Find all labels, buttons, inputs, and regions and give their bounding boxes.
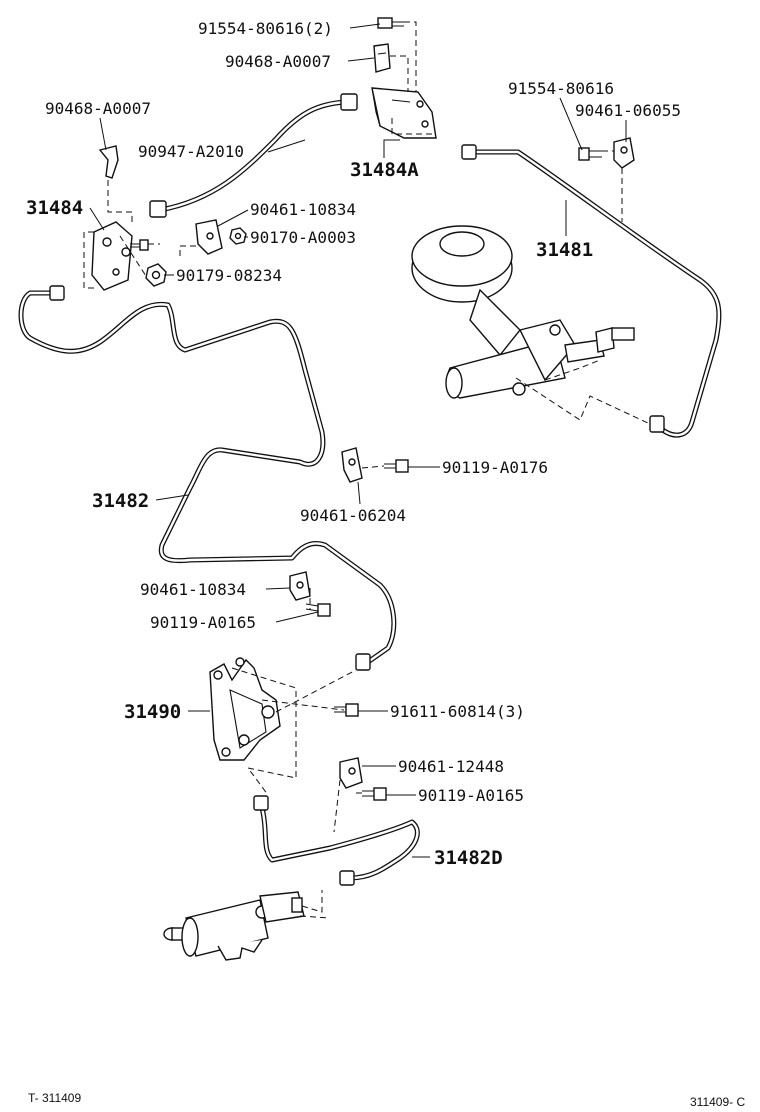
flexible-hose-90947-a2010 [149, 93, 358, 218]
label-31484a: 31484A [350, 159, 419, 181]
bolt-91611-60814 [334, 703, 359, 717]
clamp-90461-12448 [339, 757, 363, 789]
bolt-31484-side [130, 239, 149, 251]
clamp-90461-06204 [341, 447, 363, 483]
label-90119-a0165-low: 90119-A0165 [418, 786, 524, 805]
label-91554-80616-2: 91554-80616(2) [198, 19, 333, 38]
label-91611-60814-3: 91611-60814(3) [390, 702, 525, 721]
damper-31490 [209, 657, 281, 761]
nut-90179-08234 [145, 263, 167, 287]
tube-31482 [18, 285, 397, 671]
clamp-90461-06055 [613, 137, 635, 169]
label-90170-a0003: 90170-A0003 [250, 228, 356, 247]
label-31482: 31482 [92, 490, 149, 512]
bolt-90119-a0165-mid [305, 603, 331, 617]
tube-31482d [253, 795, 420, 886]
assembly-dashed-lines [83, 21, 651, 919]
clip-90468-a0007-left [98, 145, 119, 179]
bolt-90119-a0176 [384, 459, 409, 473]
label-90468-a0007-left: 90468-A0007 [45, 99, 151, 118]
label-90947-a2010: 90947-A2010 [138, 142, 244, 161]
bolt-91554-80616-right [578, 147, 602, 161]
label-90461-06204: 90461-06204 [300, 506, 406, 525]
label-90461-10834-mid: 90461-10834 [140, 580, 246, 599]
bracket-31484 [91, 221, 133, 291]
bracket-31484a [371, 87, 437, 139]
label-90461-12448: 90461-12448 [398, 757, 504, 776]
leader-lines [89, 23, 627, 858]
label-91554-80616: 91554-80616 [508, 79, 614, 98]
clip-90468-a0007-top [373, 43, 391, 73]
label-90461-10834-top: 90461-10834 [250, 200, 356, 219]
clamp-90461-10834-mid [289, 571, 311, 601]
label-90119-a0165-mid: 90119-A0165 [150, 613, 256, 632]
label-31481: 31481 [536, 239, 593, 261]
label-90461-06055: 90461-06055 [575, 101, 681, 120]
footer-right-code: 311409- C [690, 1095, 745, 1109]
master-cylinder-31481 [411, 225, 635, 399]
label-31484: 31484 [26, 197, 83, 219]
label-31482d: 31482D [434, 847, 503, 869]
footer-left-code: T- 311409 [28, 1091, 81, 1105]
label-90468-a0007-top: 90468-A0007 [225, 52, 331, 71]
release-cylinder [163, 891, 305, 961]
label-90119-a0176: 90119-A0176 [442, 458, 548, 477]
label-90179-08234: 90179-08234 [176, 266, 282, 285]
bolt-90119-a0165-low [362, 787, 387, 801]
label-31490: 31490 [124, 701, 181, 723]
clamp-90461-10834-top [195, 219, 223, 255]
bolt-91554-80616-top [377, 17, 404, 29]
tube-31481 [461, 144, 722, 438]
nut-90170-a0003 [229, 227, 247, 245]
